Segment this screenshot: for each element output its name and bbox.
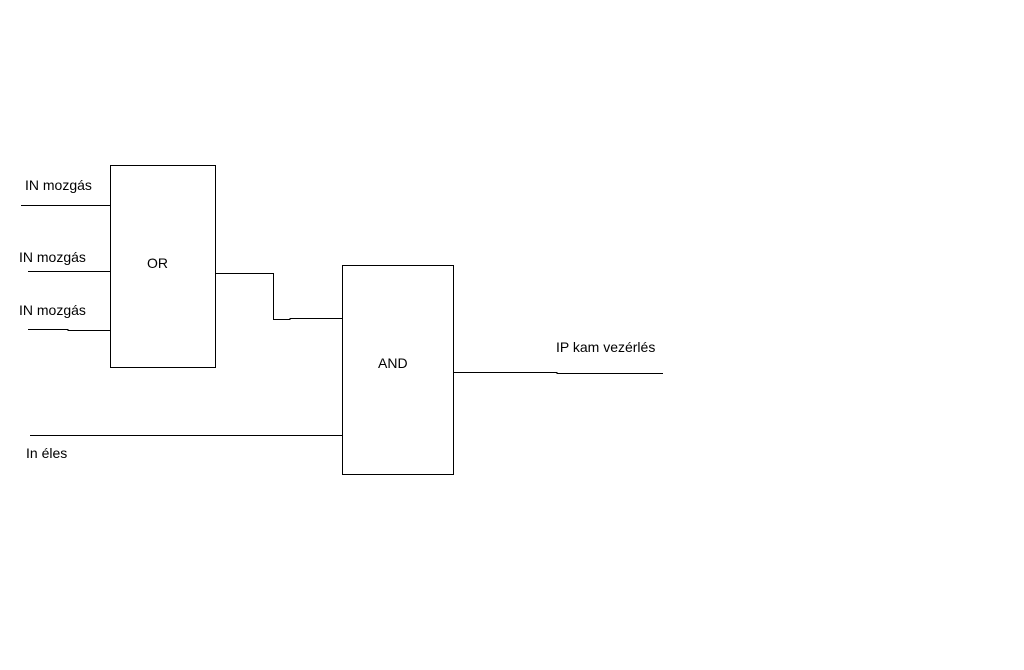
or-gate xyxy=(110,165,216,368)
output-wire xyxy=(453,372,663,374)
input-label-motion-2: IN mozgás xyxy=(19,249,86,265)
or-to-and-wire xyxy=(215,273,343,320)
input-label-motion-1: IN mozgás xyxy=(25,177,92,193)
input-wire-motion-3 xyxy=(28,329,110,331)
and-gate xyxy=(342,265,454,475)
and-gate-label: AND xyxy=(378,355,408,371)
input-label-motion-3: IN mozgás xyxy=(19,302,86,318)
output-label: IP kam vezérlés xyxy=(556,339,655,355)
input-label-armed: In éles xyxy=(26,445,67,461)
or-gate-label: OR xyxy=(147,255,168,271)
